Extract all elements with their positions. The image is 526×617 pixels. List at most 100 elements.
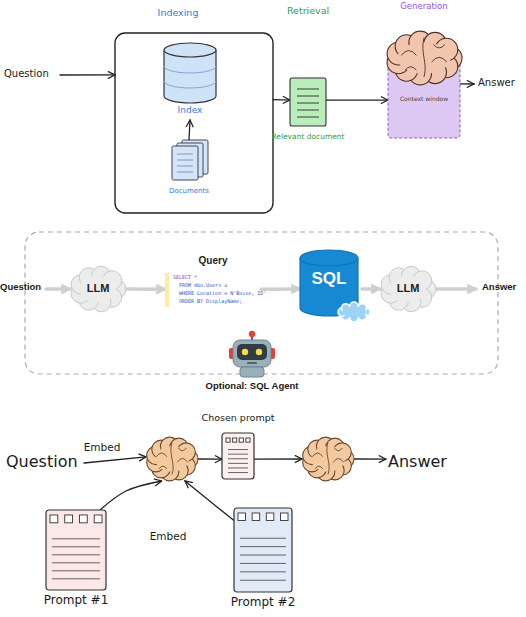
- prompt-line: [52, 554, 100, 555]
- robot-mouth: [247, 362, 257, 364]
- document-line: [177, 172, 193, 173]
- node-shape: [302, 437, 354, 481]
- prompt-line: [228, 458, 248, 459]
- document-sheet: [290, 78, 326, 126]
- sql-query: QuerySELECT *FROM dbo.Users uWHERE Locat…: [165, 272, 261, 312]
- brain-fold: [335, 448, 343, 451]
- node-text: Prompt #2: [223, 596, 303, 610]
- prompt-line: [240, 538, 286, 539]
- node-text: Answer: [478, 77, 526, 89]
- document-sheet: [172, 146, 198, 180]
- embedding-brain: [146, 437, 198, 481]
- prompt-cell: [239, 438, 243, 442]
- flow-arrow: [126, 287, 165, 291]
- brain-fold: [179, 448, 187, 451]
- index-cylinder-body: [164, 50, 216, 103]
- brain-fold: [315, 466, 323, 469]
- prompt-cell: [252, 513, 260, 521]
- prompt-cell: [280, 513, 288, 521]
- node-shape: [222, 433, 254, 479]
- prompt-line: [52, 578, 100, 579]
- document-line: [297, 117, 319, 118]
- document-line: [297, 103, 319, 104]
- node-text: ORDER BY DisplayName;: [179, 299, 269, 305]
- brain-fold: [405, 67, 416, 70]
- documents-stack: Documents: [162, 140, 216, 204]
- prompt-document: Prompt #2: [234, 508, 292, 592]
- edge-label: Embed: [146, 530, 190, 542]
- prompt-line: [52, 562, 100, 563]
- prompt-line: [240, 571, 286, 572]
- flow-arrow: [46, 287, 70, 291]
- edge-label: Embed: [82, 441, 122, 453]
- node-text: LLM: [70, 282, 126, 295]
- node-text: Prompt #1: [36, 594, 116, 608]
- brain-fold: [434, 45, 445, 48]
- prompt-line: [240, 546, 286, 547]
- document-line: [177, 160, 193, 161]
- node-text: FROM dbo.Users u: [179, 283, 269, 289]
- index-cylinder: Index: [160, 42, 220, 120]
- flow-arrow: [261, 287, 300, 291]
- node-text: LLM: [380, 282, 436, 295]
- generation-llm: GenerationContext window: [388, 52, 460, 138]
- node-text: Indexing: [143, 8, 213, 19]
- relevant-document: RetrievalRelevant document: [290, 78, 326, 126]
- flow-arrow: [354, 458, 386, 459]
- flow-arrow: [84, 457, 146, 463]
- brain-fold: [333, 458, 343, 462]
- node-shape: [290, 78, 326, 126]
- prompt-line: [240, 563, 286, 564]
- node-shape: [234, 508, 292, 592]
- node-text: Question: [6, 453, 86, 471]
- prompt-sheet: [222, 433, 254, 479]
- prompt-cell: [246, 438, 250, 442]
- prompt-cell: [79, 515, 87, 523]
- node-shape: [388, 52, 460, 138]
- prompt-line: [228, 467, 248, 468]
- answer-text: Answer: [474, 75, 526, 93]
- code-gutter: [165, 273, 169, 307]
- node-text: Documents: [156, 187, 222, 195]
- prompt-cell: [238, 513, 246, 521]
- cylinder-band: [164, 81, 216, 88]
- prompt-line: [52, 570, 100, 571]
- database-cylinder: [300, 250, 358, 266]
- indexing-frame: [115, 33, 273, 213]
- document-line: [297, 110, 319, 111]
- indexing-box: IndexingIndexDocuments: [115, 33, 273, 213]
- question-text: Question: [0, 281, 46, 297]
- node-text: Context window: [390, 96, 458, 103]
- cloud-outline: [342, 306, 366, 318]
- prompt-line: [228, 463, 248, 464]
- node-text: WHERE Location = N'Boise, ID': [179, 291, 269, 297]
- prompt-sheet: [234, 508, 292, 592]
- prompt-cell: [266, 513, 274, 521]
- node-text: SQL: [300, 269, 358, 289]
- chosen-prompt: Chosen prompt: [222, 433, 254, 479]
- node-text: Index: [160, 105, 220, 115]
- question-text: Question: [0, 66, 60, 84]
- node-text: Answer: [388, 453, 464, 471]
- brain-fold: [312, 453, 322, 457]
- cylinder-band: [164, 66, 216, 73]
- node-text: Relevant document: [260, 133, 356, 142]
- index-cylinder-body: [164, 43, 216, 57]
- flow-arrow: [254, 458, 302, 460]
- robot-face: [237, 344, 267, 360]
- sql-database: SQL: [300, 250, 362, 322]
- flow-arrow: [362, 287, 380, 291]
- brain-fold: [171, 443, 173, 475]
- document-line: [297, 89, 319, 90]
- prompt-cell: [94, 515, 102, 523]
- flow-arrow: [326, 99, 388, 100]
- brain-fold: [327, 443, 329, 475]
- flow-arrow: [100, 481, 162, 510]
- node-shape: [46, 510, 106, 590]
- node-text: Answer: [482, 282, 526, 293]
- prompt-cell: [233, 438, 237, 442]
- document-line: [177, 166, 193, 167]
- document-line: [177, 154, 193, 155]
- node-text: Retrieval: [268, 6, 348, 17]
- prompt-cell: [65, 515, 73, 523]
